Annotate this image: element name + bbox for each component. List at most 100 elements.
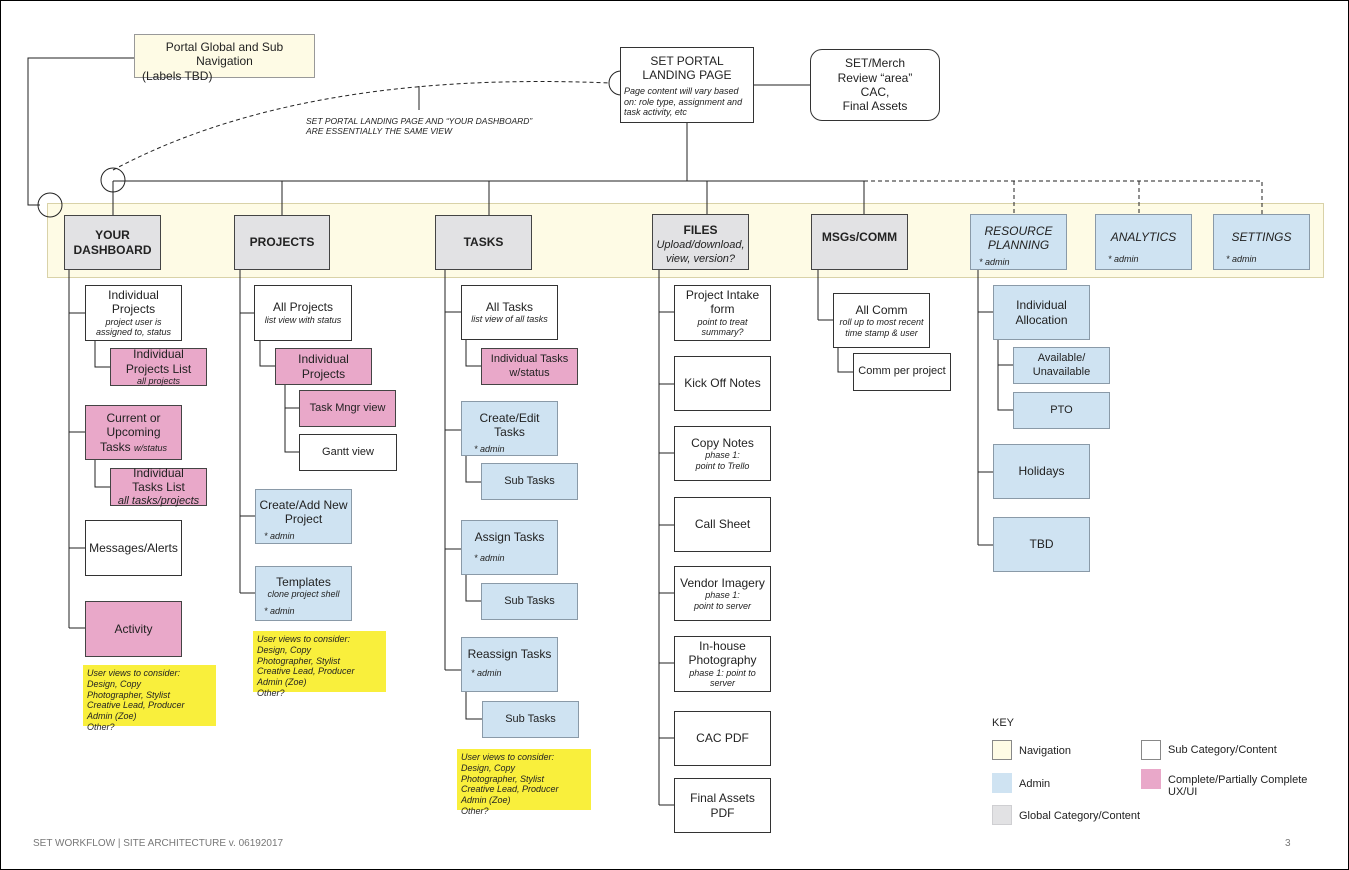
cac-pdf-label: CAC PDF	[696, 731, 749, 746]
sub-tasks-label: Sub Tasks	[505, 712, 556, 725]
intake-note-2: summary?	[701, 327, 744, 338]
nav-settings-label: SETTINGS	[1231, 230, 1292, 244]
tbd: TBD	[993, 517, 1090, 572]
individual-tasks-list: Individual Tasks List all tasks/projects	[110, 466, 207, 507]
activity: Activity	[85, 601, 182, 657]
individual-projects-list-note: all projects	[136, 376, 181, 386]
inhouse-line-2: Photography	[688, 653, 757, 668]
landing-note-1: Page content will vary based	[624, 85, 739, 96]
reassign-tasks: Reassign Tasks * admin	[461, 637, 558, 692]
all-comm-label: All Comm	[855, 302, 908, 317]
key-complete-label: Complete/Partially Complete UX/UI	[1168, 774, 1307, 798]
individual-tasks-list-note: all tasks/projects	[117, 494, 200, 507]
individual-projects-note-2: assigned to, status	[95, 327, 172, 338]
nav-files-label: FILES	[683, 223, 718, 237]
user-views-item: Photographer, Stylist	[257, 655, 341, 666]
key-sub-swatch	[1141, 740, 1161, 760]
create-edit-tasks-label: Create/Edit Tasks	[479, 411, 540, 440]
reassign-tasks-admin: * admin	[471, 668, 502, 679]
nav-tasks[interactable]: TASKS	[435, 215, 532, 270]
user-views-item: Creative Lead, Producer	[257, 666, 355, 677]
key-admin-label: Admin	[1019, 778, 1051, 790]
nav-resource-line-1: RESOURCE	[984, 224, 1053, 238]
nav-dashboard-line-2: DASHBOARD	[73, 242, 152, 257]
pto: PTO	[1013, 392, 1110, 429]
user-views-item: Photographer, Stylist	[461, 773, 545, 784]
final-assets-label: Final Assets PDF	[690, 791, 755, 820]
nav-analytics[interactable]: ANALYTICS * admin	[1095, 214, 1192, 270]
user-views-item: Creative Lead, Producer	[461, 784, 559, 795]
nav-resource-planning[interactable]: RESOURCE PLANNING * admin	[970, 214, 1067, 270]
all-comm: All Comm roll up to most recent time sta…	[833, 293, 930, 348]
user-views-item: Other?	[257, 687, 285, 698]
nav-projects[interactable]: PROJECTS	[234, 215, 330, 270]
same-view-line-1: SET PORTAL LANDING PAGE AND “YOUR DASHBO…	[306, 116, 533, 126]
nav-msgs-comm[interactable]: MSGs/COMM	[811, 214, 908, 270]
messages-alerts-label: Messages/Alerts	[89, 540, 178, 555]
user-views-item: Photographer, Stylist	[87, 689, 171, 700]
individual-allocation: Individual Allocation	[993, 285, 1090, 340]
templates-label: Templates	[276, 575, 331, 589]
nav-your-dashboard[interactable]: YOUR DASHBOARD	[64, 215, 161, 270]
key-navigation-swatch	[992, 740, 1012, 760]
sub-tasks-label: Sub Tasks	[504, 594, 555, 607]
individual-tasks-list-line-1: Individual	[133, 466, 184, 481]
user-views-item: Admin (Zoe)	[257, 677, 307, 688]
individual-tasks-status: Individual Tasks w/status	[481, 348, 578, 385]
review-line-2: Review “area”	[837, 70, 913, 85]
reassign-tasks-label: Reassign Tasks	[467, 647, 552, 661]
key-admin-swatch	[992, 773, 1012, 793]
final-assets-pdf: Final Assets PDF	[674, 778, 771, 833]
individual-tasks-list-line-2: Tasks List	[132, 480, 185, 495]
current-tasks-label: Tasks	[99, 439, 131, 454]
user-views-item: Design, Copy	[257, 644, 312, 655]
review-line-1: SET/Merch	[844, 56, 905, 71]
footer-text: SET WORKFLOW | SITE ARCHITECTURE v. 0619…	[33, 838, 284, 849]
user-views-item: Admin (Zoe)	[461, 795, 511, 806]
available-line-1: Available/	[1037, 352, 1086, 365]
assign-tasks: Assign Tasks * admin	[461, 520, 558, 575]
individual-projects-list: Individual Projects List all projects	[110, 347, 207, 386]
task-mngr-view: Task Mngr view	[299, 390, 396, 427]
all-tasks-label: All Tasks	[485, 299, 534, 314]
inhouse-note-1: phase 1: point to	[689, 667, 756, 678]
user-views-heading: User views to consider:	[461, 752, 555, 762]
gantt-view: Gantt view	[299, 434, 397, 471]
comm-per-project: Comm per project	[853, 353, 951, 391]
cac-pdf: CAC PDF	[674, 711, 771, 766]
pto-label: PTO	[1050, 403, 1073, 416]
in-house-photography: In-house Photography phase 1: point to s…	[674, 636, 771, 692]
user-views-item: Other?	[461, 805, 489, 816]
gantt-label: Gantt view	[322, 445, 374, 458]
nav-files[interactable]: FILES Upload/download, view, version?	[652, 214, 749, 270]
key-complete-line-2: UX/UI	[1168, 786, 1198, 799]
review-line-3: CAC,	[860, 85, 890, 99]
templates: Templates clone project shell * admin	[255, 566, 352, 621]
messages-alerts: Messages/Alerts	[85, 520, 182, 576]
kick-off-notes: Kick Off Notes	[674, 356, 771, 411]
projects-individual-line-1: Individual	[298, 352, 349, 367]
inhouse-line-1: In-house	[699, 638, 746, 653]
nav-resource-line-2: PLANNING	[987, 238, 1050, 253]
user-views-item: Design, Copy	[461, 762, 516, 773]
create-edit-tasks: Create/Edit Tasks * admin	[461, 401, 558, 456]
key-navigation-label: Navigation	[1019, 745, 1071, 757]
individual-projects-line-1: Individual	[108, 287, 159, 302]
nav-dashboard-line-1: YOUR	[95, 228, 130, 243]
all-comm-note-1: roll up to most recent	[839, 316, 924, 327]
copy-notes-label: Copy Notes	[691, 435, 754, 450]
nav-settings[interactable]: SETTINGS * admin	[1213, 214, 1310, 270]
kick-off-label: Kick Off Notes	[684, 376, 761, 391]
intake-line-2: form	[710, 302, 735, 317]
all-tasks: All Tasks list view of all tasks	[461, 285, 558, 340]
intake-note-1: point to treat	[697, 316, 748, 327]
project-intake-form: Project Intake form point to treat summa…	[674, 285, 771, 341]
vendor-note-1: phase 1:	[705, 589, 740, 600]
portal-navigation-line2: (Labels TBD)	[142, 68, 213, 83]
key-global-label: Global Category/Content	[1019, 810, 1141, 822]
projects-individual-line-2: Projects	[301, 366, 346, 381]
templates-admin: * admin	[264, 606, 295, 617]
holidays: Holidays	[993, 444, 1090, 499]
available-unavailable: Available/ Unavailable	[1013, 347, 1110, 384]
